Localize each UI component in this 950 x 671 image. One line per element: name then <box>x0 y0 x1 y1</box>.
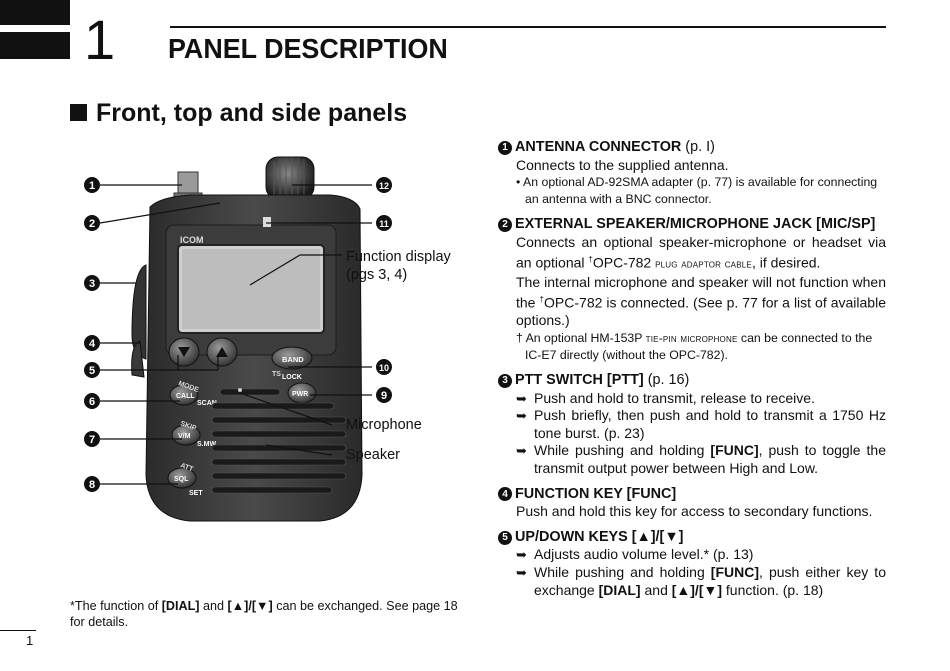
svg-text:1: 1 <box>89 180 95 192</box>
svg-text:3: 3 <box>89 278 95 290</box>
arrow-icon: ➥ <box>516 547 527 563</box>
svg-text:5: 5 <box>89 365 95 377</box>
chapter-tab-bottom <box>0 32 70 59</box>
callout-10 <box>376 359 392 375</box>
callout-6 <box>84 393 100 409</box>
item-number: 2 <box>498 217 512 232</box>
speaker-label: Speaker <box>346 447 401 463</box>
chapter-tab-top <box>0 0 70 25</box>
svg-text:ATT: ATT <box>179 462 194 473</box>
svg-text:SET: SET <box>189 490 203 497</box>
function-display-label: Function display (pgs 3, 4) <box>346 249 451 283</box>
svg-text:7: 7 <box>89 434 95 446</box>
item-number: 1 <box>498 140 512 155</box>
radio-illustration: ICOM BAND TS LOCK PWR CALL MODE SCAN V/M… <box>84 156 392 522</box>
microphone-label: Microphone <box>346 417 422 433</box>
svg-text:12: 12 <box>379 181 389 191</box>
svg-text:8: 8 <box>89 479 95 491</box>
svg-text:CALL: CALL <box>176 393 195 400</box>
section-title: Front, top and side panels <box>70 98 407 128</box>
sql-key <box>167 467 197 489</box>
arrow-icon: ➥ <box>516 443 527 459</box>
svg-text:ICOM: ICOM <box>180 235 204 245</box>
footnote: *The function of [DIAL] and [▲]/[▼] can … <box>70 599 458 629</box>
svg-text:TS: TS <box>272 371 281 378</box>
item-number: 3 <box>498 373 512 388</box>
svg-text:SCAN: SCAN <box>197 400 217 407</box>
callout-7 <box>84 431 100 447</box>
svg-text:BAND: BAND <box>282 355 304 364</box>
svg-text:V/M: V/M <box>178 433 191 440</box>
vm-key <box>171 424 201 446</box>
svg-text:6: 6 <box>89 396 95 408</box>
call-key <box>169 384 199 406</box>
callout-5 <box>84 362 100 378</box>
svg-text:10: 10 <box>379 363 389 373</box>
dial-knob <box>265 156 315 200</box>
svg-text:LOCK: LOCK <box>282 374 302 381</box>
callout-8 <box>84 476 100 492</box>
band-key <box>271 346 313 370</box>
item-number: 5 <box>498 530 512 545</box>
callout-4 <box>84 335 100 351</box>
chapter-rule <box>170 26 886 28</box>
svg-text:SQL: SQL <box>174 476 189 483</box>
speaker-grille <box>211 388 347 494</box>
svg-text:11: 11 <box>379 219 389 229</box>
arrow-icon: ➥ <box>516 565 527 580</box>
svg-text:PWR: PWR <box>292 391 308 398</box>
chapter-number: 1 <box>84 8 115 71</box>
chapter-title: PANEL DESCRIPTION <box>168 33 448 64</box>
svg-text:2: 2 <box>89 218 95 230</box>
callout-3 <box>84 275 100 291</box>
page-number: 1 <box>26 633 34 648</box>
callout-11 <box>376 215 392 231</box>
callout-12 <box>376 177 392 193</box>
page-number-rule <box>0 630 36 631</box>
svg-text:4: 4 <box>89 338 96 350</box>
item-number: 4 <box>498 487 512 502</box>
svg-text:S.MW: S.MW <box>197 441 216 448</box>
arrow-icon: ➥ <box>516 408 527 424</box>
callout-1 <box>84 177 100 193</box>
arrow-icon: ➥ <box>516 390 527 406</box>
svg-text:9: 9 <box>381 390 387 402</box>
square-bullet-icon <box>70 104 87 121</box>
callout-2 <box>84 215 100 231</box>
callout-9 <box>376 387 392 403</box>
